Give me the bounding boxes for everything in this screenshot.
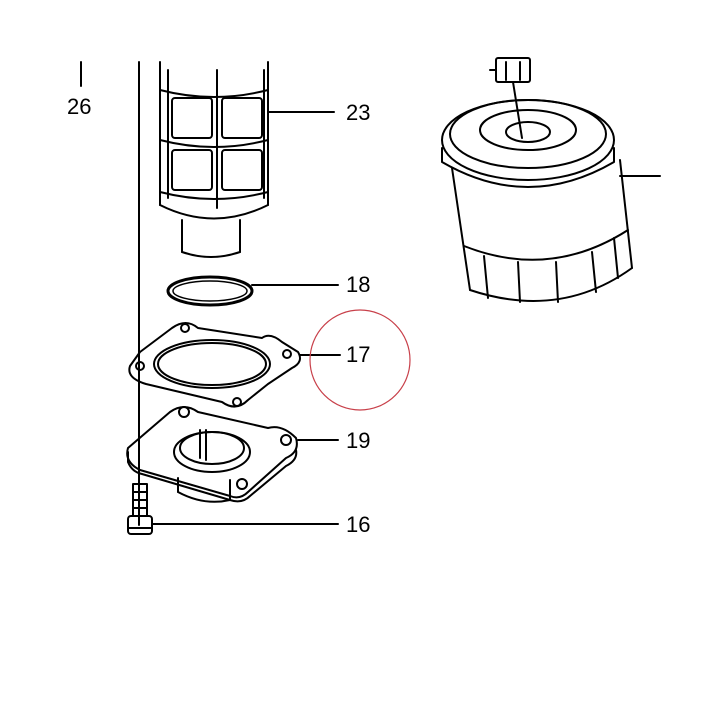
oil-filter-canister (441, 57, 633, 303)
gasket-part-17 (128, 322, 301, 408)
cover-plate-part-19 (126, 406, 298, 503)
bolt-part-16 (127, 483, 153, 535)
part-label-26: 26 (67, 94, 92, 119)
part-label-16: 16 (346, 512, 371, 537)
o-ring-part-18 (166, 275, 254, 307)
strainer-part-23 (159, 61, 269, 258)
highlight-circle (309, 309, 411, 411)
part-label-23: 23 (346, 100, 371, 125)
part-label-18: 18 (346, 272, 371, 297)
part-label-19: 19 (346, 428, 371, 453)
part-label-17: 17 (346, 342, 371, 367)
